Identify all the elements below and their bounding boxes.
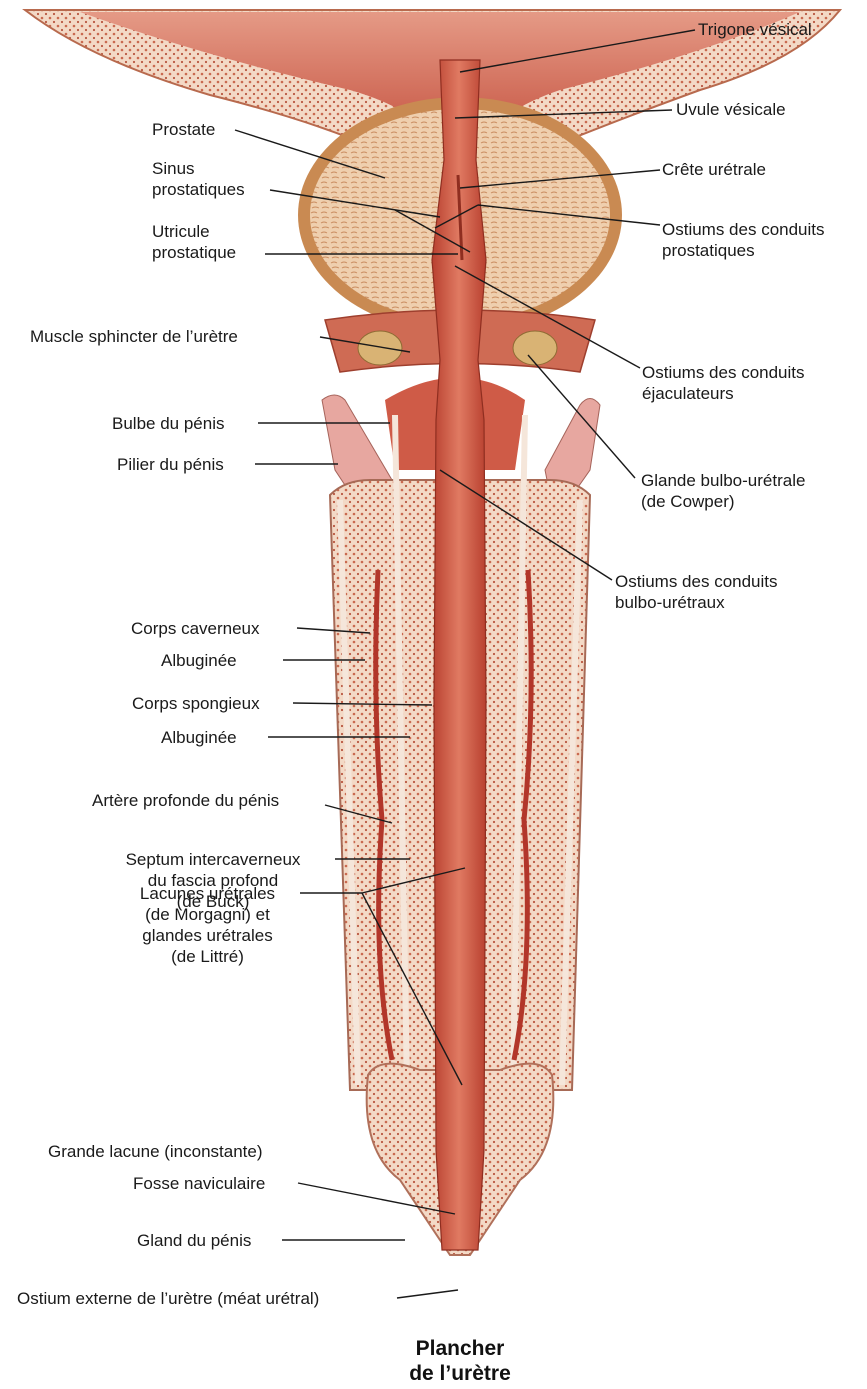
label-sinus: Sinus prostatiques	[152, 158, 245, 200]
label-utricule: Utricule prostatique	[152, 221, 236, 263]
label-gland: Gland du pénis	[137, 1230, 251, 1251]
label-corps-spongieux: Corps spongieux	[132, 693, 260, 714]
leader-ostiums-prostatiques-1	[478, 205, 660, 225]
label-pilier: Pilier du pénis	[117, 454, 224, 475]
label-corps-caverneux: Corps caverneux	[131, 618, 260, 639]
label-uvule: Uvule vésicale	[676, 99, 786, 120]
label-cowper: Glande bulbo-urétrale (de Cowper)	[641, 470, 805, 512]
label-fosse: Fosse naviculaire	[133, 1173, 265, 1194]
label-ostium-externe: Ostium externe de l’urètre (méat urétral…	[17, 1288, 319, 1309]
label-grande-lacune: Grande lacune (inconstante)	[48, 1141, 263, 1162]
label-trigone: Trigone vésical	[698, 19, 812, 40]
label-bulbe: Bulbe du pénis	[112, 413, 224, 434]
figure-caption: Plancher de l’urètre	[380, 1336, 540, 1386]
leader-artere	[325, 805, 392, 823]
leader-ejaculateurs	[455, 266, 640, 368]
label-lacunes: Lacunes urétrales (de Morgagni) et gland…	[115, 883, 300, 967]
leader-bulbo	[440, 470, 612, 580]
label-albuginee-1: Albuginée	[161, 650, 237, 671]
label-crete: Crête urétrale	[662, 159, 766, 180]
leader-prostate	[235, 130, 385, 178]
leader-uvule	[455, 110, 672, 118]
label-artere: Artère profonde du pénis	[92, 790, 279, 811]
label-albuginee-2: Albuginée	[161, 727, 237, 748]
label-ostiums-prostatiques: Ostiums des conduits prostatiques	[662, 219, 825, 261]
leader-corps-spongieux	[293, 703, 432, 705]
label-ostiums-ejaculateurs: Ostiums des conduits éjaculateurs	[642, 362, 805, 404]
label-sphincter: Muscle sphincter de l’urètre	[30, 326, 238, 347]
leader-lacunes-3	[362, 893, 462, 1085]
leader-cowper	[528, 355, 635, 478]
label-ostiums-bulbo: Ostiums des conduits bulbo-urétraux	[615, 571, 778, 613]
leader-corps-caverneux	[297, 628, 370, 633]
leader-crete	[460, 170, 660, 188]
leader-ostiums-prostatiques-2	[435, 205, 478, 228]
leader-sinus-1	[270, 190, 440, 217]
leader-fosse	[298, 1183, 455, 1214]
leader-ostium-externe	[397, 1290, 458, 1298]
label-prostate: Prostate	[152, 119, 215, 140]
leader-sphincter	[320, 337, 410, 352]
leader-trigone	[460, 30, 695, 72]
leader-lacunes-2	[362, 868, 465, 893]
